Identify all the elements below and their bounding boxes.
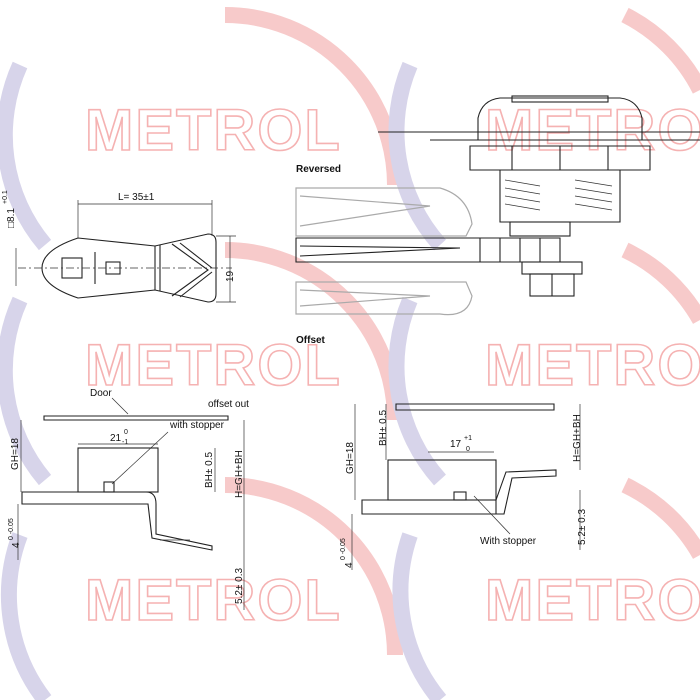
reversed-cam-ghost (299, 195, 431, 227)
stopper (453, 491, 467, 501)
thread (574, 179, 613, 187)
offset-label: Offset (296, 335, 326, 346)
cam-chamfer (179, 271, 213, 298)
thickness-tolerance: 0 -0.05 (340, 538, 347, 560)
door-plate (43, 415, 229, 421)
cam-chamfer (179, 242, 213, 269)
watermark-ring (224, 477, 403, 656)
door-label: Door (90, 388, 112, 399)
width-dimension: 19 (225, 270, 236, 282)
spacer (509, 221, 571, 237)
watermark-text: METROL (485, 98, 700, 163)
thread (504, 195, 541, 203)
lock-body (77, 447, 159, 493)
lock-body (387, 459, 497, 501)
with-stopper-label: with stopper (169, 420, 225, 431)
bh-dimension: BH± 0.5 (204, 452, 215, 488)
width-17-dimension: 17 (450, 439, 462, 450)
watermark-ring (388, 61, 446, 251)
bh-dimension: BH± 0.5 (378, 410, 389, 446)
leader-line (111, 397, 129, 415)
side-section-right: With stopper GH=18 BH± 0.5 17 +1 0 H=GH+… (340, 403, 588, 570)
threaded-body (499, 170, 621, 223)
offset-out-label: offset out (208, 399, 249, 410)
width-17-tol-down: 0 (466, 446, 470, 453)
lock-head-top (511, 95, 609, 103)
offset-dimension: 5.2± 0.3 (577, 508, 588, 545)
cam-section (21, 491, 213, 551)
watermark-ring (0, 296, 52, 486)
reversed-cam-ghost (295, 187, 473, 237)
leader-line (111, 431, 169, 485)
square-dimension: □8.1 (6, 208, 17, 228)
watermark-text: METROL (85, 333, 342, 398)
offset-cam-ghost (295, 281, 473, 316)
h-dimension: H=GH+BH (234, 450, 245, 498)
watermark-text: METROL (85, 98, 342, 163)
offset-dimension: 5.2± 0.3 (234, 567, 245, 604)
side-section-left: Door offset out with stopper GH=18 21 0 … (8, 388, 249, 610)
with-stopper-label: With stopper (480, 536, 537, 547)
washer (521, 261, 583, 275)
cam-offset (495, 469, 557, 515)
lock-assembly-view: Reversed Offset (295, 95, 700, 346)
watermark-ring (621, 242, 700, 325)
h-dimension: H=GH+BH (572, 414, 583, 462)
watermark-ring (0, 61, 52, 251)
thickness-tolerance: 0 -0.05 (8, 518, 15, 540)
watermark-text: METROL (485, 333, 700, 398)
thread (504, 187, 541, 195)
width-21-tol-up: 0 (124, 429, 128, 436)
cam-top-view: L= 35±1 19 □8.1 +0.1 (2, 190, 236, 303)
door-plate (395, 403, 555, 411)
thread (574, 187, 613, 195)
cam-chamfer (171, 243, 209, 297)
width-21-tol-down: -1 (122, 439, 128, 446)
watermark-ring (0, 532, 52, 700)
gh-dimension: GH=18 (345, 442, 356, 474)
hex-nut (469, 145, 651, 171)
thread (504, 203, 541, 211)
thread (574, 195, 613, 203)
watermark-ring (392, 532, 447, 700)
cam-side-detail (299, 245, 461, 257)
thickness-dimension: 4 (11, 542, 22, 548)
cam-outline (41, 233, 217, 303)
watermark-layer: METROL METROL METROL METROL METROL METRO… (0, 7, 700, 700)
leader-line (473, 495, 511, 535)
thickness-dimension: 4 (344, 562, 355, 568)
watermark-text: METROL (85, 568, 342, 633)
offset-cam-ghost (299, 289, 431, 307)
cam-section (361, 499, 497, 515)
reversed-label: Reversed (296, 164, 341, 175)
watermark-text: METROL (485, 568, 700, 633)
length-dimension: L= 35±1 (118, 192, 155, 203)
watermark-ring (621, 477, 700, 560)
thread (504, 179, 541, 187)
thread (574, 203, 613, 211)
lock-head (477, 97, 643, 140)
width-21-dimension: 21 (110, 433, 122, 444)
square-tolerance: +0.1 (2, 190, 9, 204)
watermark-ring (621, 7, 700, 94)
width-17-tol-up: +1 (464, 435, 472, 442)
watermark-ring (388, 296, 446, 486)
gh-dimension: GH=18 (10, 438, 21, 470)
